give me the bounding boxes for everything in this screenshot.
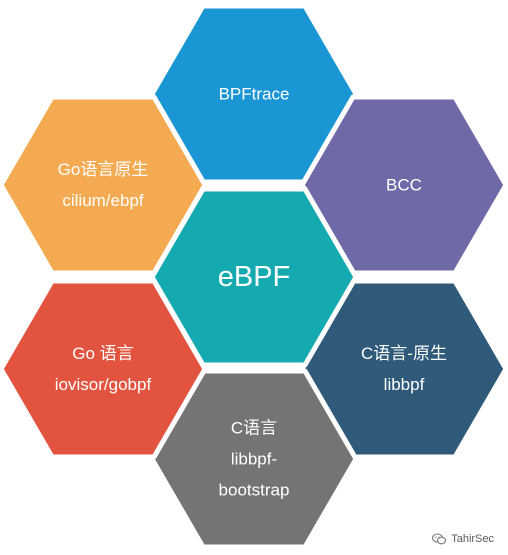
hexagon-label: libbpf	[384, 375, 425, 394]
hexagon-ebpf: eBPF	[149, 186, 359, 368]
hexagon-label: eBPF	[218, 261, 291, 293]
watermark: TahirSec	[432, 533, 494, 545]
hexagon-label: libbpf-	[231, 450, 277, 469]
hexagon-label: BPFtrace	[219, 85, 290, 104]
hexagon-label: C语言-原生	[361, 344, 447, 363]
hexagon-label: Go 语言	[72, 344, 133, 363]
hexagon-label: bootstrap	[219, 481, 290, 500]
hexagon-label: BCC	[386, 176, 422, 195]
hexagon-go-cilium: Go语言原生 cilium/ebpf	[0, 94, 208, 276]
hexagon-label: Go语言原生	[58, 160, 149, 179]
wechat-icon	[432, 533, 447, 545]
hexagon-label: iovisor/gobpf	[55, 375, 152, 394]
hexagon-go-gobpf: Go 语言 iovisor/gobpf	[0, 278, 208, 460]
hexagon-shape	[0, 94, 208, 276]
hexagon-label: cilium/ebpf	[62, 191, 144, 210]
hexagon-label: C语言	[231, 419, 277, 438]
hexagon-shape	[0, 278, 208, 460]
watermark-text: TahirSec	[451, 533, 494, 545]
hexagon-shape	[149, 186, 359, 368]
